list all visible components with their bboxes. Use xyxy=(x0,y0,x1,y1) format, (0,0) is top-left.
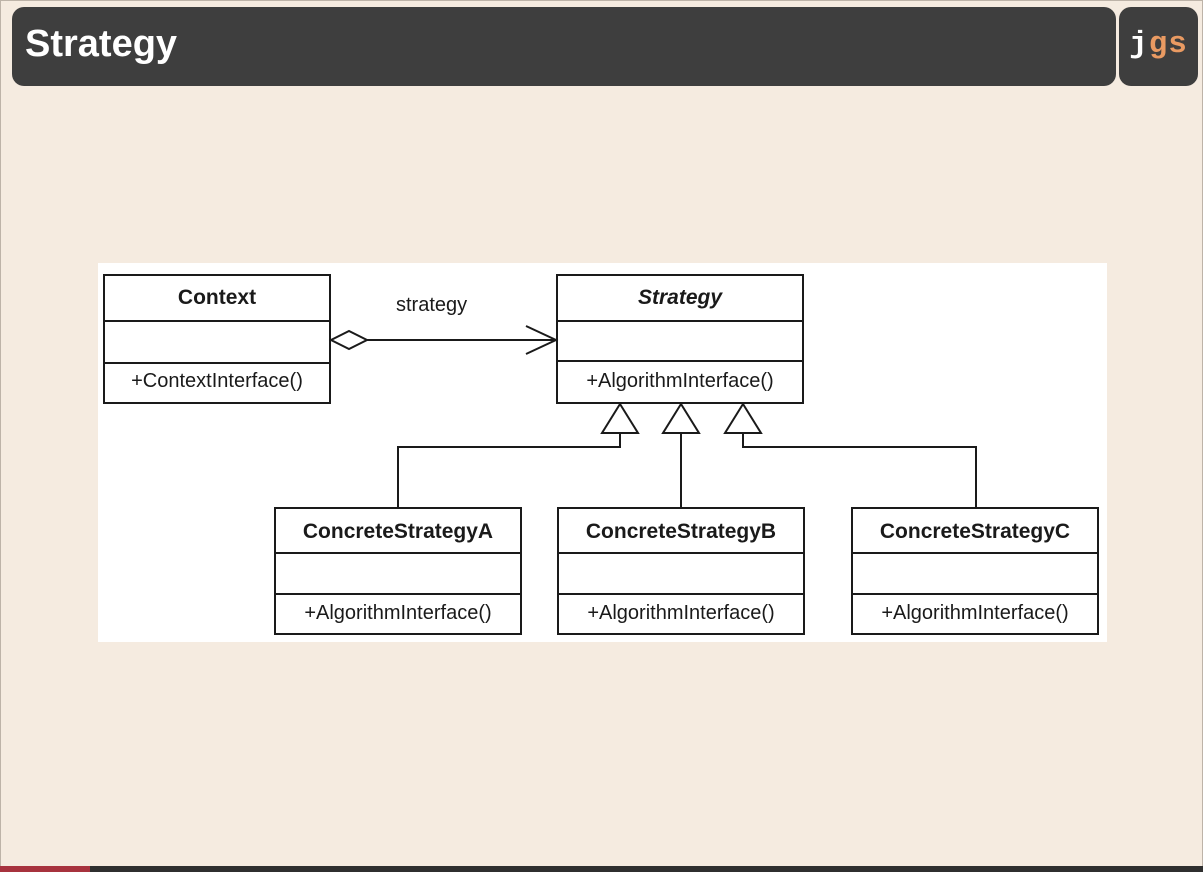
generalization-line-a xyxy=(397,433,621,508)
class-concrete-c-method: +AlgorithmInterface() xyxy=(881,602,1068,624)
association-arrowhead xyxy=(525,325,559,355)
logo-letter-j: j xyxy=(1129,27,1149,62)
class-concrete-strategy-c: ConcreteStrategyC +AlgorithmInterface() xyxy=(851,507,1099,635)
generalization-triangle-c xyxy=(723,402,763,434)
class-context: Context +ContextInterface() xyxy=(103,274,331,404)
logo: jgs xyxy=(1119,7,1198,86)
bottom-taskbar-strip xyxy=(0,866,1203,872)
class-strategy-method: +AlgorithmInterface() xyxy=(586,370,773,392)
class-concrete-c-box xyxy=(851,507,1099,635)
class-context-method: +ContextInterface() xyxy=(131,370,303,392)
class-concrete-a-name: ConcreteStrategyA xyxy=(303,520,493,543)
generalization-triangle-a xyxy=(600,402,640,434)
class-concrete-b-box xyxy=(557,507,805,635)
association-label: strategy xyxy=(396,294,467,316)
generalization-triangle-b xyxy=(661,402,701,434)
page-title: Strategy xyxy=(25,23,178,65)
logo-letters-gs: gs xyxy=(1148,27,1188,62)
generalization-line-c xyxy=(742,433,977,508)
aggregation-diamond xyxy=(328,329,370,351)
bottom-strip-accent xyxy=(0,866,90,872)
class-concrete-b-method: +AlgorithmInterface() xyxy=(587,602,774,624)
class-concrete-c-name: ConcreteStrategyC xyxy=(880,520,1070,543)
class-strategy: Strategy +AlgorithmInterface() xyxy=(556,274,804,404)
class-context-box xyxy=(103,274,331,404)
uml-diagram-panel: Context +ContextInterface() Strategy +Al… xyxy=(98,263,1107,642)
class-concrete-a-box xyxy=(274,507,522,635)
logo-text: jgs xyxy=(1119,27,1198,63)
aggregation-association: strategy xyxy=(328,294,559,355)
uml-diagram: Context +ContextInterface() Strategy +Al… xyxy=(103,274,1099,635)
class-strategy-name: Strategy xyxy=(638,286,723,309)
title-bar: Strategy xyxy=(12,7,1116,86)
class-context-name: Context xyxy=(178,286,256,309)
class-concrete-strategy-b: ConcreteStrategyB +AlgorithmInterface() xyxy=(557,507,805,635)
class-strategy-box xyxy=(556,274,804,404)
generalization-arrows xyxy=(397,402,977,508)
class-concrete-strategy-a: ConcreteStrategyA +AlgorithmInterface() xyxy=(274,507,522,635)
class-concrete-b-name: ConcreteStrategyB xyxy=(586,520,776,543)
class-concrete-a-method: +AlgorithmInterface() xyxy=(304,602,491,624)
